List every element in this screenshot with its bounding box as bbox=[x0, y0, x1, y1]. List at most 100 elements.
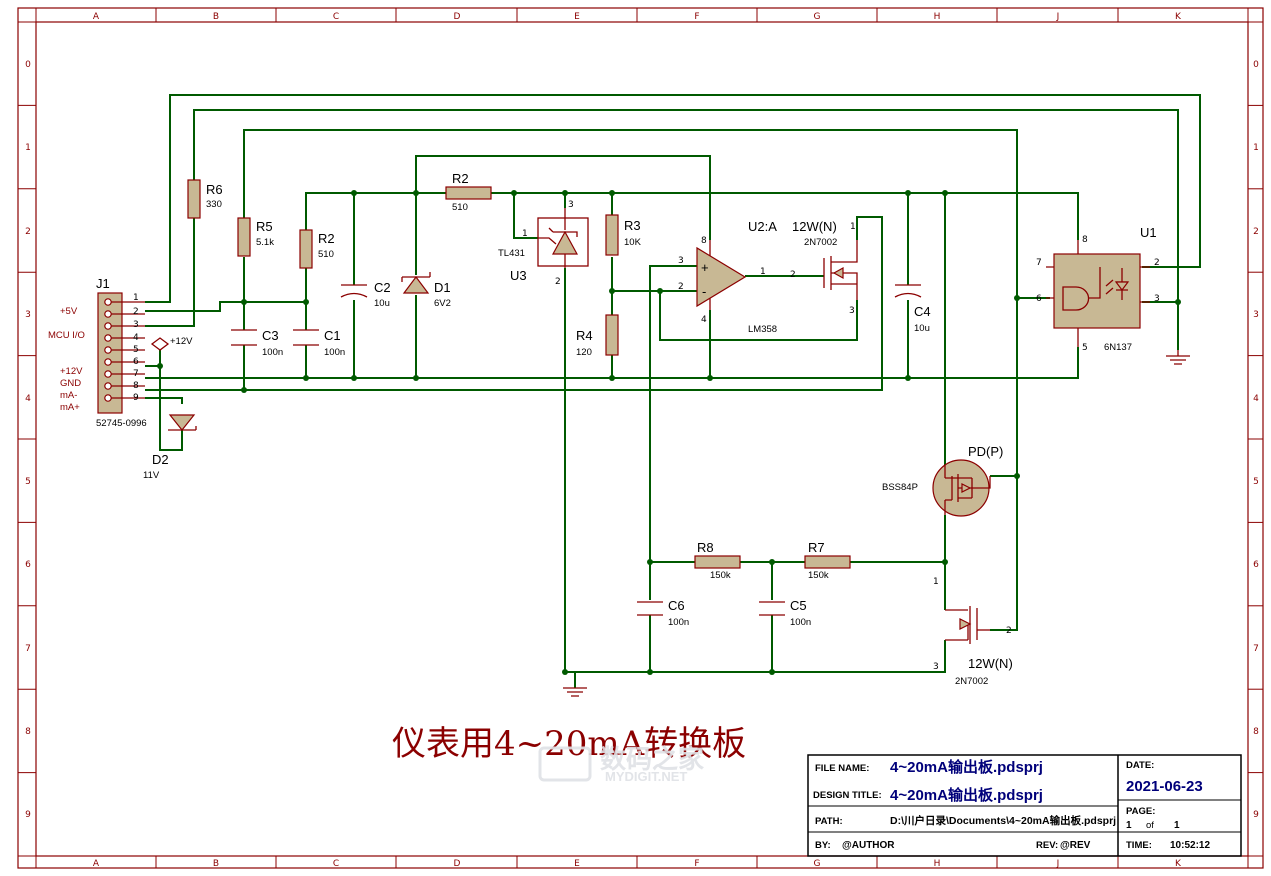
wire-r2-to-opamp-top bbox=[491, 192, 1079, 240]
watermark-brand: 数码之家 bbox=[600, 744, 704, 774]
col-label-top: J bbox=[1056, 12, 1060, 22]
u2a-pin: 2 bbox=[678, 282, 684, 292]
wire-u1-pin3 bbox=[1142, 301, 1179, 350]
d1-value: 6V2 bbox=[434, 298, 451, 309]
row-label-left: 8 bbox=[25, 727, 31, 737]
d2-value: 11V bbox=[143, 470, 160, 481]
page-label: PAGE: bbox=[1126, 806, 1155, 817]
j1-pin-circle bbox=[104, 394, 112, 402]
row-label-right: 0 bbox=[1253, 60, 1259, 70]
row-label-right: 6 bbox=[1253, 560, 1259, 570]
row-label-right: 1 bbox=[1253, 143, 1259, 153]
wire-mcu-node bbox=[145, 301, 306, 312]
col-label-top: A bbox=[93, 12, 100, 22]
col-label-bottom: E bbox=[574, 859, 580, 869]
time-value: 10:52:12 bbox=[1170, 840, 1210, 851]
u2a-pin: 3 bbox=[678, 256, 684, 266]
net-label-ma-minus: mA- bbox=[60, 390, 77, 401]
r3-ref: R3 bbox=[624, 218, 641, 233]
opamp-minus-sign: - bbox=[702, 284, 706, 299]
net-label-12v: +12V bbox=[60, 366, 83, 377]
rev-label: REV: bbox=[1036, 840, 1058, 851]
row-label-right: 4 bbox=[1253, 394, 1259, 404]
row-label-right: 9 bbox=[1253, 810, 1259, 820]
u1-pin: 7 bbox=[1036, 258, 1042, 268]
u1-pin: 2 bbox=[1154, 258, 1160, 268]
col-label-top: C bbox=[333, 12, 339, 22]
col-label-top: B bbox=[213, 12, 219, 22]
col-label-top: H bbox=[934, 12, 941, 22]
col-label-top: K bbox=[1175, 12, 1182, 22]
row-label-right: 2 bbox=[1253, 227, 1259, 237]
resistor-r8: R8 150k bbox=[694, 540, 741, 581]
row-label-left: 2 bbox=[25, 227, 31, 237]
j1-part: 52745-0996 bbox=[96, 418, 147, 429]
page-total: 1 bbox=[1174, 820, 1180, 831]
j1-pin-circle bbox=[104, 298, 112, 306]
shunt-reference-u3: 1 2 3 TL431 U3 bbox=[498, 200, 589, 287]
c1-value: 100n bbox=[324, 347, 345, 358]
capacitor-c1: C1 100n bbox=[293, 328, 345, 358]
q2-ref: PD(P) bbox=[968, 444, 1003, 459]
u2a-pin: 4 bbox=[701, 315, 707, 325]
watermark-site: MYDIGIT.NET bbox=[605, 769, 687, 784]
capacitor-c4: C4 10u bbox=[894, 284, 931, 334]
wire-q3-gate bbox=[990, 476, 1018, 631]
opamp-u2a: + - 3 2 1 8 4 U2:A LM358 bbox=[678, 219, 777, 335]
q1-pin: 3 bbox=[849, 306, 855, 316]
wire-top-rail-3 bbox=[243, 129, 1018, 476]
capacitor-c6: C6 100n bbox=[637, 598, 689, 628]
power-12v-label: +12V bbox=[170, 336, 193, 347]
drawing-frame: A B C D E F G H J K A B C D E F G H J K … bbox=[17, 7, 1264, 869]
j1-pin-number: 3 bbox=[133, 320, 139, 330]
resistor-r7: R7 150k bbox=[804, 540, 851, 581]
c6-value: 100n bbox=[668, 617, 689, 628]
ground-symbol-right bbox=[1166, 350, 1190, 365]
u3-pin: 3 bbox=[568, 200, 574, 210]
mosfet-q2: PD(P) BSS84P bbox=[882, 444, 1003, 517]
wire-r6-bottom bbox=[145, 218, 195, 327]
capacitor-c3: C3 100n bbox=[231, 328, 283, 358]
u1-pin: 5 bbox=[1082, 343, 1088, 353]
r3-value: 10K bbox=[624, 237, 642, 248]
design-title-value: 4~20mA输出板.pdsprj bbox=[890, 786, 1043, 804]
time-label: TIME: bbox=[1126, 840, 1152, 851]
row-label-left: 0 bbox=[25, 60, 31, 70]
wire-ma-rail bbox=[145, 216, 883, 391]
q3-pin: 2 bbox=[1006, 626, 1012, 636]
resistor-r2-vertical: R2 510 bbox=[299, 229, 335, 269]
r4-ref: R4 bbox=[576, 328, 593, 343]
col-label-top: D bbox=[454, 12, 461, 22]
wire-r2-to-u3-cathode bbox=[513, 193, 538, 239]
c1-ref: C1 bbox=[324, 328, 341, 343]
j1-pin-number: 4 bbox=[133, 333, 139, 343]
j1-pin-circle bbox=[104, 370, 112, 378]
power-flag-12v: +12V bbox=[150, 336, 193, 351]
r4-value: 120 bbox=[576, 347, 592, 358]
row-label-left: 1 bbox=[25, 143, 31, 153]
j1-pin-circle bbox=[104, 358, 112, 366]
j1-pin-graphics bbox=[104, 298, 145, 402]
mosfet-q1: 1 2 3 12W(N) 2N7002 bbox=[790, 219, 858, 316]
title-block: FILE NAME: 4~20mA输出板.pdsprj DESIGN TITLE… bbox=[807, 754, 1242, 857]
ground-symbol-bottom bbox=[563, 687, 587, 697]
rev-value: @REV bbox=[1060, 840, 1091, 851]
c2-ref: C2 bbox=[374, 280, 391, 295]
capacitor-c5: C5 100n bbox=[759, 598, 811, 628]
row-label-left: 7 bbox=[25, 644, 31, 654]
c4-ref: C4 bbox=[914, 304, 931, 319]
col-label-bottom: J bbox=[1056, 859, 1060, 869]
col-label-bottom: F bbox=[694, 859, 699, 869]
j1-pin-circle bbox=[104, 346, 112, 354]
row-label-left: 4 bbox=[25, 394, 31, 404]
u2a-part: LM358 bbox=[748, 324, 777, 335]
j1-pin-number: 2 bbox=[133, 307, 139, 317]
frame-ticks bbox=[18, 8, 1263, 868]
j1-pin-circle bbox=[104, 322, 112, 330]
resistor-r2-horizontal: R2 510 bbox=[445, 171, 492, 213]
c5-value: 100n bbox=[790, 617, 811, 628]
col-label-bottom: B bbox=[213, 859, 219, 869]
wire-opamp-feedback bbox=[659, 291, 858, 341]
u3-part: TL431 bbox=[498, 248, 525, 259]
r8-value: 150k bbox=[710, 570, 731, 581]
